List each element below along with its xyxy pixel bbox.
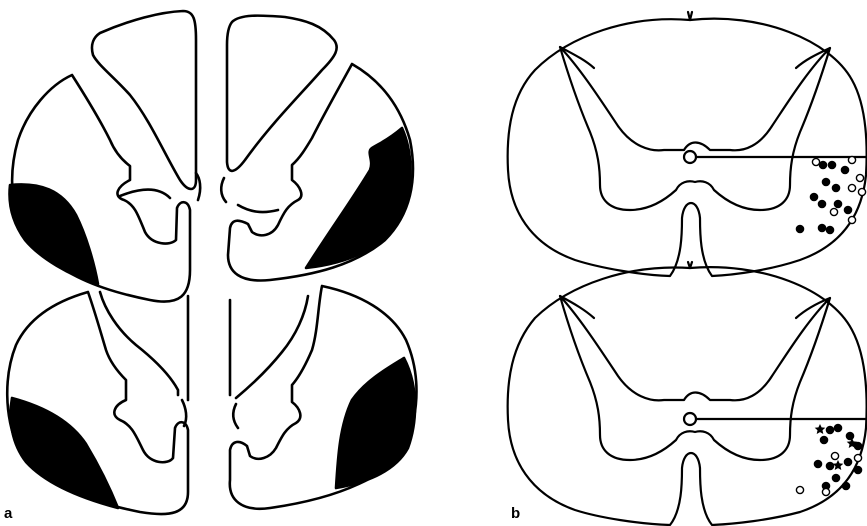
markers-top bbox=[796, 156, 865, 233]
filled-circle-icon bbox=[834, 200, 841, 207]
filled-circle-icon bbox=[814, 460, 821, 467]
filled-circle-icon bbox=[822, 178, 829, 185]
filled-circle-icon bbox=[834, 424, 841, 431]
open-circle-icon bbox=[830, 208, 837, 215]
dorsal-column-left-top bbox=[92, 11, 196, 189]
gray-matter-top bbox=[560, 47, 830, 210]
filled-circle-icon bbox=[841, 166, 848, 173]
dorsal-column-right-top bbox=[227, 16, 337, 171]
filled-circle-icon bbox=[796, 225, 803, 232]
open-circle-icon bbox=[848, 184, 855, 191]
filled-circle-icon bbox=[819, 161, 826, 168]
panel-a-bottom-section bbox=[7, 286, 416, 514]
filled-circle-icon bbox=[844, 458, 851, 465]
open-circle-icon bbox=[831, 452, 838, 459]
open-circle-icon bbox=[796, 486, 803, 493]
filled-circle-icon bbox=[826, 226, 833, 233]
filled-circle-icon bbox=[826, 462, 833, 469]
gray-matter-bottom bbox=[560, 296, 830, 460]
filled-circle-icon bbox=[828, 161, 835, 168]
panel-b bbox=[508, 12, 867, 525]
filled-circle-icon bbox=[846, 432, 853, 439]
filled-circle-icon bbox=[842, 482, 849, 489]
panel-a-top-section bbox=[10, 11, 413, 302]
cord-top bbox=[508, 12, 867, 276]
ventral-notch-right-bottom bbox=[233, 404, 238, 428]
lesion-right-top bbox=[306, 128, 411, 268]
filled-circle-icon bbox=[854, 466, 861, 473]
filled-circle-icon bbox=[832, 184, 839, 191]
horn-right-top bbox=[238, 205, 278, 212]
star-icon bbox=[815, 424, 826, 434]
lesion-left-top bbox=[10, 184, 98, 284]
filled-circle-icon bbox=[818, 200, 825, 207]
open-circle-icon bbox=[822, 488, 829, 495]
star-icon bbox=[833, 460, 844, 470]
lesion-right-bottom bbox=[336, 358, 415, 488]
open-circle-icon bbox=[854, 454, 861, 461]
filled-circle-icon bbox=[820, 436, 827, 443]
panel-label-a: a bbox=[4, 505, 12, 522]
open-circle-icon bbox=[858, 188, 865, 195]
markers-bottom bbox=[796, 424, 861, 496]
open-circle-icon bbox=[848, 156, 855, 163]
central-canal-bottom bbox=[684, 413, 696, 425]
filled-circle-icon bbox=[818, 224, 825, 231]
filled-circle-icon bbox=[844, 206, 851, 213]
lesion-left-bottom bbox=[11, 398, 118, 508]
cord-bottom bbox=[508, 262, 867, 525]
ventral-notch-right-top bbox=[221, 178, 226, 202]
filled-circle-icon bbox=[854, 442, 861, 449]
panel-label-b: b bbox=[511, 505, 520, 522]
open-circle-icon bbox=[856, 174, 863, 181]
dorsal-edge-left-bottom bbox=[100, 292, 178, 395]
horn-left-top bbox=[120, 190, 170, 199]
central-canal-top bbox=[684, 151, 696, 163]
dorsal-edge-right-bottom bbox=[236, 296, 308, 398]
filled-circle-icon bbox=[832, 474, 839, 481]
open-circle-icon bbox=[812, 158, 819, 165]
panel-a bbox=[7, 11, 416, 514]
dorsal-sulcus-bottom bbox=[688, 262, 692, 268]
open-circle-icon bbox=[848, 216, 855, 223]
filled-circle-icon bbox=[826, 426, 833, 433]
filled-circle-icon bbox=[810, 193, 817, 200]
dorsal-sulcus-top bbox=[688, 12, 692, 20]
